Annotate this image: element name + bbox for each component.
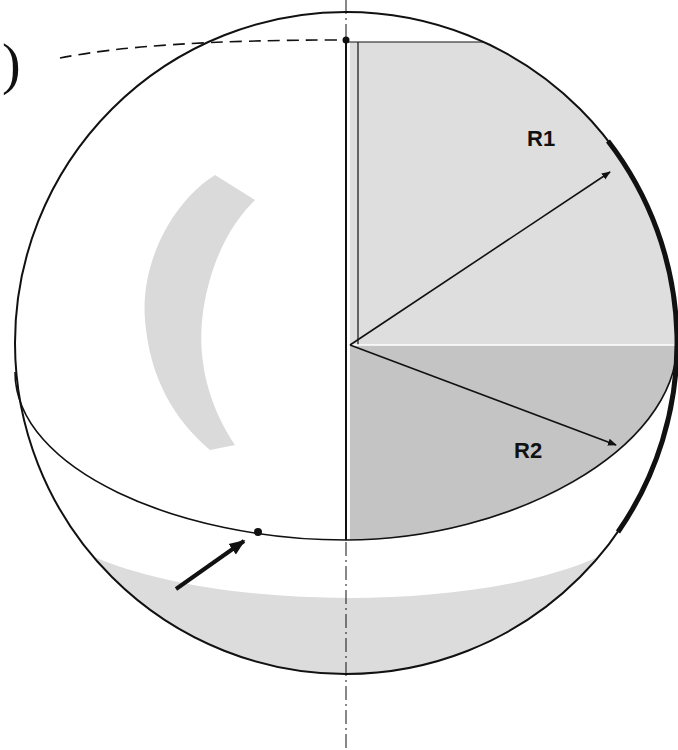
hidden-line	[60, 40, 340, 58]
radius-label: R1	[527, 128, 555, 150]
cut-edge	[346, 42, 484, 43]
pointer-arrow	[176, 541, 244, 589]
inner-shading	[145, 175, 255, 450]
lower-section	[350, 345, 677, 540]
radius-arrow	[350, 345, 616, 445]
pole-dot	[343, 37, 350, 44]
surface-arc	[608, 141, 677, 532]
point-dot	[254, 528, 262, 536]
section-divider	[350, 344, 677, 346]
radius-label: R2	[514, 440, 542, 462]
cut-edge	[357, 42, 358, 345]
figure-letter: )	[2, 36, 21, 92]
upper-section	[350, 42, 677, 345]
axis-line	[346, 0, 347, 38]
axis-line	[346, 542, 347, 750]
radius-arrow	[350, 172, 610, 345]
cut-edge	[345, 40, 347, 540]
